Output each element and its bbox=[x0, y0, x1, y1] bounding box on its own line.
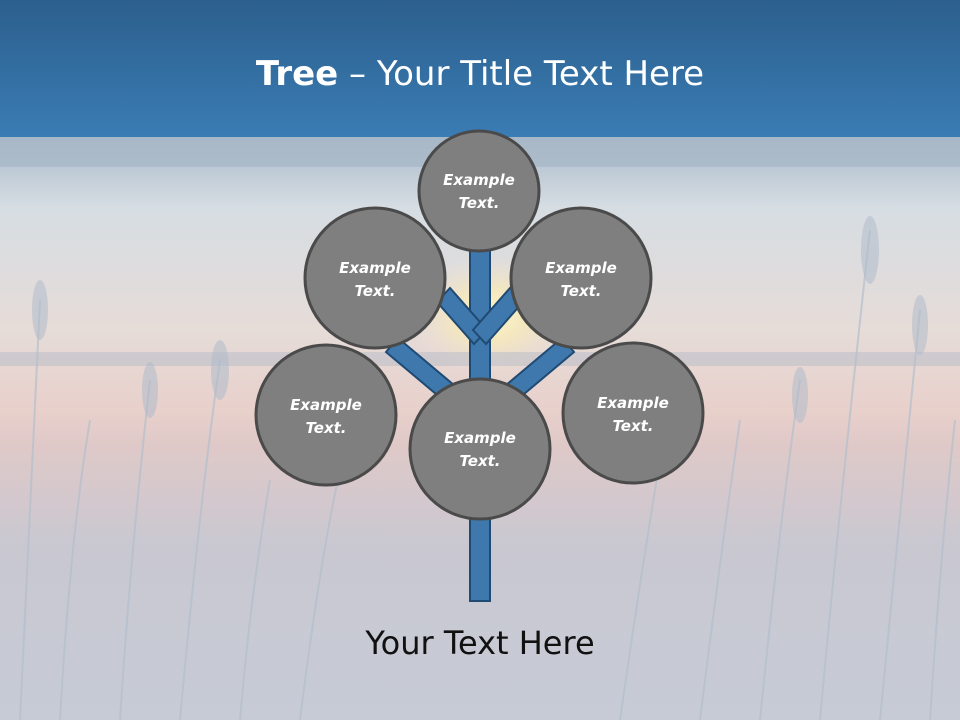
node-label-line1: Example bbox=[443, 171, 515, 189]
node-label-line2: Text. bbox=[560, 282, 601, 300]
tree-node-lower-right: Example Text. bbox=[561, 341, 705, 485]
node-label-line1: Example bbox=[290, 396, 362, 414]
tree-node-lower-left: Example Text. bbox=[254, 343, 398, 487]
title-rest: – Your Title Text Here bbox=[338, 54, 705, 94]
caption-text: Your Text Here bbox=[365, 624, 595, 662]
node-label-line2: Text. bbox=[458, 194, 499, 212]
node-label-line2: Text. bbox=[459, 452, 500, 470]
slide-title: Tree – Your Title Text Here bbox=[0, 54, 960, 94]
title-bar bbox=[0, 0, 960, 137]
node-label-line1: Example bbox=[339, 259, 411, 277]
tree-node-upper-left: Example Text. bbox=[303, 206, 447, 350]
title-bold: Tree bbox=[255, 54, 339, 94]
node-label-line1: Example bbox=[597, 394, 669, 412]
tree-node-center: Example Text. bbox=[408, 377, 552, 521]
node-label-line2: Text. bbox=[612, 417, 653, 435]
node-label-line2: Text. bbox=[354, 282, 395, 300]
tree-node-top: Example Text. bbox=[417, 129, 541, 253]
node-label-line1: Example bbox=[545, 259, 617, 277]
node-label-line2: Text. bbox=[305, 419, 346, 437]
node-label-line1: Example bbox=[444, 429, 516, 447]
tree-node-upper-right: Example Text. bbox=[509, 206, 653, 350]
